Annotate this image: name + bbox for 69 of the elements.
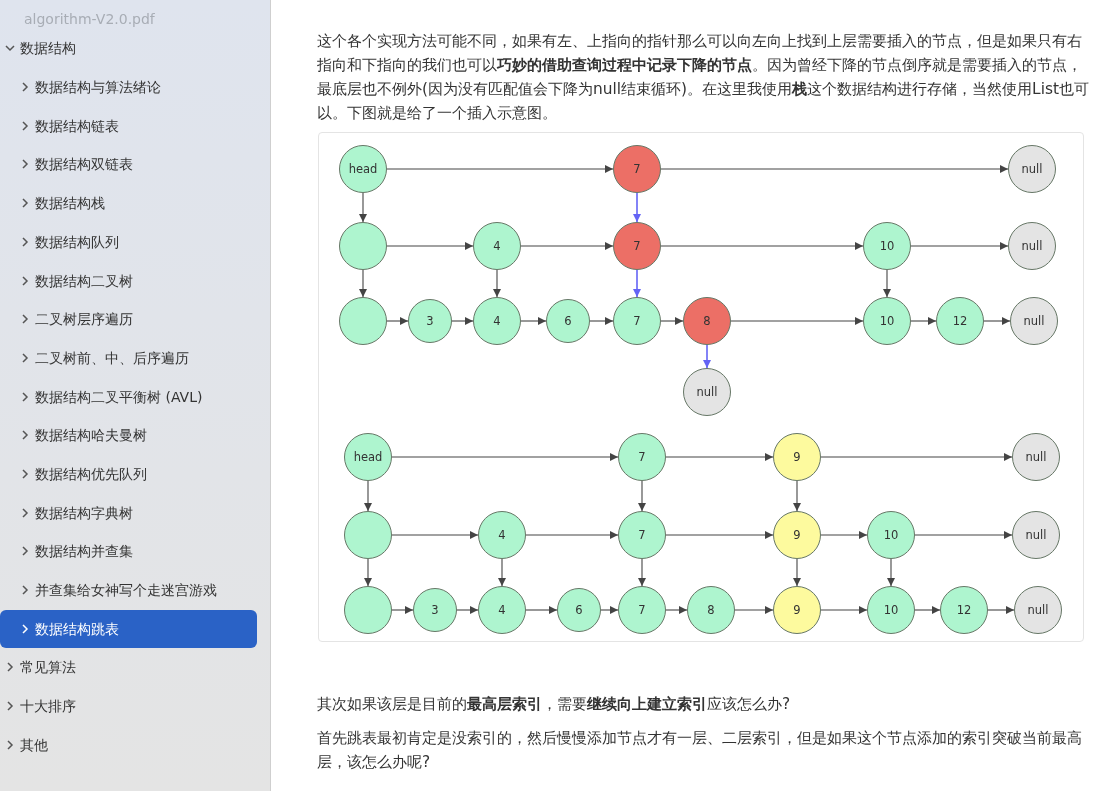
arrow [386,242,474,250]
arrow [638,480,646,512]
outline-item: 数据结构 [20,39,76,58]
arrow [391,606,414,614]
outline-item: 数据结构优先队列 [35,465,147,484]
arrow [633,192,641,223]
outline-item: 二叉树层序遍历 [35,310,133,330]
arrow [820,531,868,539]
arrow [638,558,646,587]
arrow [359,269,367,298]
outline-item: 数据结构队列 [35,232,119,252]
arrow [914,531,1013,539]
arrow [520,242,614,250]
arrow [887,558,895,587]
arrow [525,606,558,614]
arrow [793,480,801,512]
arrow [451,317,474,325]
outline-item: 数据结构跳表 [35,619,119,639]
arrow [820,606,868,614]
arrow [734,606,774,614]
arrow [883,269,891,298]
arrow [660,242,864,250]
outline-item: 十大排序 [20,697,76,716]
arrow [364,558,372,587]
outline-item: 并查集给女神写个走迷宫游戏 [35,581,217,601]
outline-item: 数据结构栈 [35,194,105,214]
arrow [391,453,619,461]
arrow [910,317,937,325]
document-title: algorithm-V2.0.pdf [24,10,155,29]
outline-item: 常见算法 [20,658,76,677]
arrow [600,606,619,614]
arrow [660,165,1009,173]
arrow [910,242,1009,250]
body-paragraph: 其次如果该层是目前的最高层索引，需要继续向上建立索引应该怎么办? [317,694,792,715]
outline-item: 数据结构二叉树 [35,271,133,291]
arrow [589,317,614,325]
arrow [983,317,1011,325]
arrow [520,317,547,325]
arrow [987,606,1015,614]
arrow [498,558,506,587]
arrow [660,317,684,325]
outline-item: 数据结构双链表 [35,155,133,175]
arrow [665,531,774,539]
outline-item: 数据结构字典树 [35,503,133,523]
arrow [730,317,864,325]
arrow [914,606,941,614]
arrow [386,317,409,325]
body-paragraph: 这个各个实现方法可能不同，如果有左、上指向的指针那么可以向左向上找到上层需要插入的节点，但是如果只有右指向和下指向的我们也可以巧妙的借助查询过程中记录下降的节点。因为曾经下降的节点倒序就是需要插入的节点，最底层也不例外(因为没有匹配值会下降为null结束循环)。在这里我使用栈这个数据结构进行存储，当然使用List也可以。下图就是给了一个插入示意图。 [317,31,1089,124]
arrow [793,558,801,587]
arrow [359,192,367,223]
arrow [703,344,711,369]
arrow [665,606,688,614]
arrow [391,531,479,539]
outline-item: 数据结构并查集 [35,542,133,562]
arrow [525,531,619,539]
arrow [493,269,501,298]
arrow [386,165,614,173]
outline-item: 数据结构二叉平衡树 (AVL) [35,387,203,407]
arrow [665,453,774,461]
outline-item: 二叉树前、中、后序遍历 [35,348,189,368]
outline-item: 数据结构哈夫曼树 [35,426,147,446]
outline-item: 数据结构与算法绪论 [35,78,161,97]
arrow [633,269,641,298]
arrow [364,480,372,512]
arrow [456,606,479,614]
outline-item: 数据结构链表 [35,116,119,136]
outline-item: 其他 [20,736,48,755]
body-paragraph: 首先跳表最初肯定是没索引的，然后慢慢添加节点才有一层、二层索引，但是如果这个节点添加的索引突破当前最高层，该怎么办呢? [317,728,1083,773]
arrow [820,453,1013,461]
